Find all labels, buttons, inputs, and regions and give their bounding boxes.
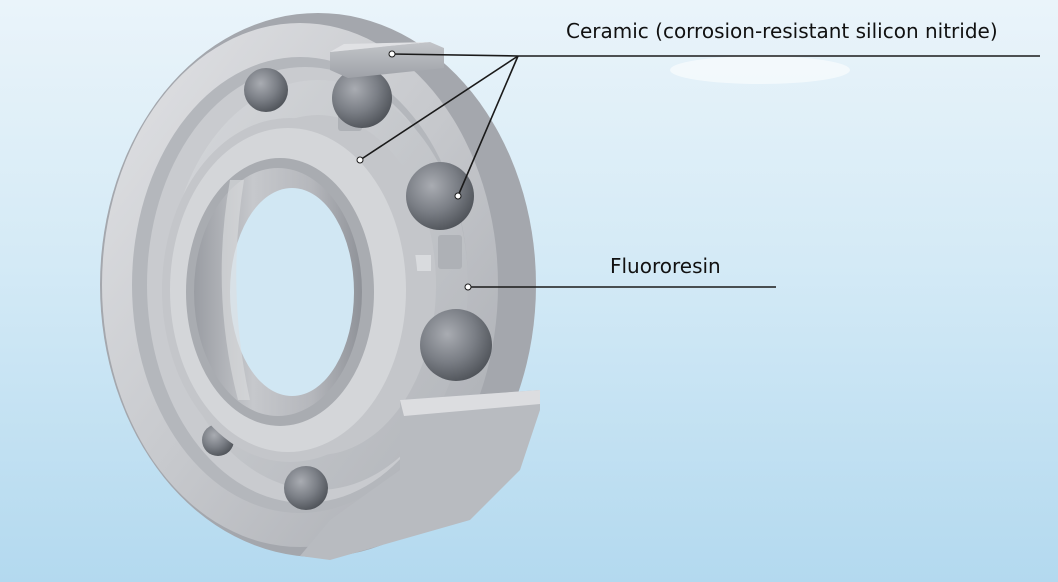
ceramic-label: Ceramic (corrosion-resistant silicon nit… [566, 19, 998, 43]
bore [194, 168, 362, 416]
ceramic-leader-main [391, 53, 1040, 57]
outer-ring-cut-bottom [300, 390, 540, 560]
ball-left-top [244, 68, 288, 112]
leader-dots [356, 50, 472, 291]
ceramic-balls [202, 68, 492, 510]
ball-top [332, 68, 392, 128]
leader-lines [359, 53, 1040, 288]
ceramic-leader-to-ball [457, 55, 519, 197]
fluororesin-label: Fluororesin [610, 254, 721, 278]
outer-ring-cut-top [330, 42, 444, 78]
ceramic-leader-to-ring [359, 55, 519, 161]
ball-right-lower [420, 309, 492, 381]
background-glow [670, 56, 850, 84]
ball-bottom [284, 466, 328, 510]
ball-right-upper [406, 162, 474, 230]
